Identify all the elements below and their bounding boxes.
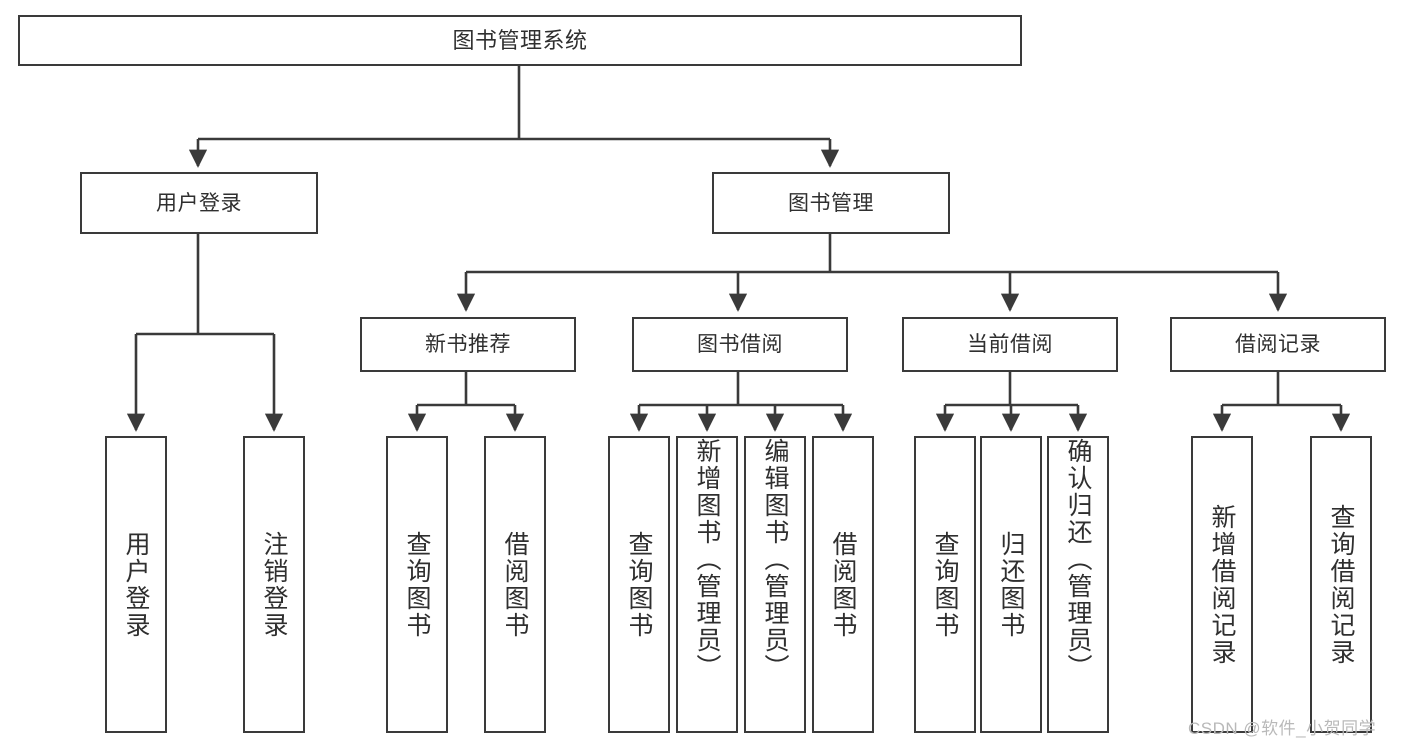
node-book-borrow[interactable]: 图书借阅 [632, 317, 848, 372]
leaf-user-login-label: 用户登录 [122, 530, 150, 639]
node-root[interactable]: 图书管理系统 [18, 15, 1022, 66]
leaf-borrow-book-2-label: 借阅图书 [829, 530, 857, 639]
node-book-manage[interactable]: 图书管理 [712, 172, 950, 234]
leaf-confirm-return[interactable]: 确认归还（管理员） [1047, 436, 1109, 733]
leaf-borrow-book-1-label: 借阅图书 [501, 530, 529, 639]
leaf-add-record-label: 新增借阅记录 [1208, 503, 1236, 666]
leaf-borrow-book-2[interactable]: 借阅图书 [812, 436, 874, 733]
csdn-watermark: CSDN @软件_小贺同学 [1188, 719, 1377, 738]
node-new-book-recommend[interactable]: 新书推荐 [360, 317, 576, 372]
leaf-return-book[interactable]: 归还图书 [980, 436, 1042, 733]
node-new-book-recommend-label: 新书推荐 [425, 333, 511, 356]
leaf-edit-book-label: 编辑图书（管理员） [761, 438, 789, 681]
leaf-query-book-2[interactable]: 查询图书 [608, 436, 670, 733]
leaf-query-book-1[interactable]: 查询图书 [386, 436, 448, 733]
leaf-add-record[interactable]: 新增借阅记录 [1191, 436, 1253, 733]
leaf-query-record-label: 查询借阅记录 [1327, 503, 1355, 666]
leaf-logout-login[interactable]: 注销登录 [243, 436, 305, 733]
leaf-query-book-1-label: 查询图书 [403, 530, 431, 639]
leaf-borrow-book-1[interactable]: 借阅图书 [484, 436, 546, 733]
leaf-user-login[interactable]: 用户登录 [105, 436, 167, 733]
leaf-query-book-3-label: 查询图书 [931, 530, 959, 639]
leaf-query-record[interactable]: 查询借阅记录 [1310, 436, 1372, 733]
node-user-login[interactable]: 用户登录 [80, 172, 318, 234]
node-current-borrow[interactable]: 当前借阅 [902, 317, 1118, 372]
leaf-confirm-return-label: 确认归还（管理员） [1064, 438, 1092, 681]
leaf-edit-book[interactable]: 编辑图书（管理员） [744, 436, 806, 733]
node-borrow-record[interactable]: 借阅记录 [1170, 317, 1386, 372]
leaf-return-book-label: 归还图书 [997, 530, 1025, 639]
leaf-add-book[interactable]: 新增图书（管理员） [676, 436, 738, 733]
node-user-login-label: 用户登录 [156, 191, 242, 215]
leaf-add-book-label: 新增图书（管理员） [693, 438, 721, 681]
node-book-borrow-label: 图书借阅 [697, 333, 783, 356]
leaf-logout-login-label: 注销登录 [260, 530, 288, 639]
node-current-borrow-label: 当前借阅 [967, 333, 1053, 356]
leaf-query-book-2-label: 查询图书 [625, 530, 653, 639]
node-book-manage-label: 图书管理 [788, 191, 874, 215]
node-root-label: 图书管理系统 [452, 27, 588, 53]
node-borrow-record-label: 借阅记录 [1235, 333, 1321, 356]
leaf-query-book-3[interactable]: 查询图书 [914, 436, 976, 733]
